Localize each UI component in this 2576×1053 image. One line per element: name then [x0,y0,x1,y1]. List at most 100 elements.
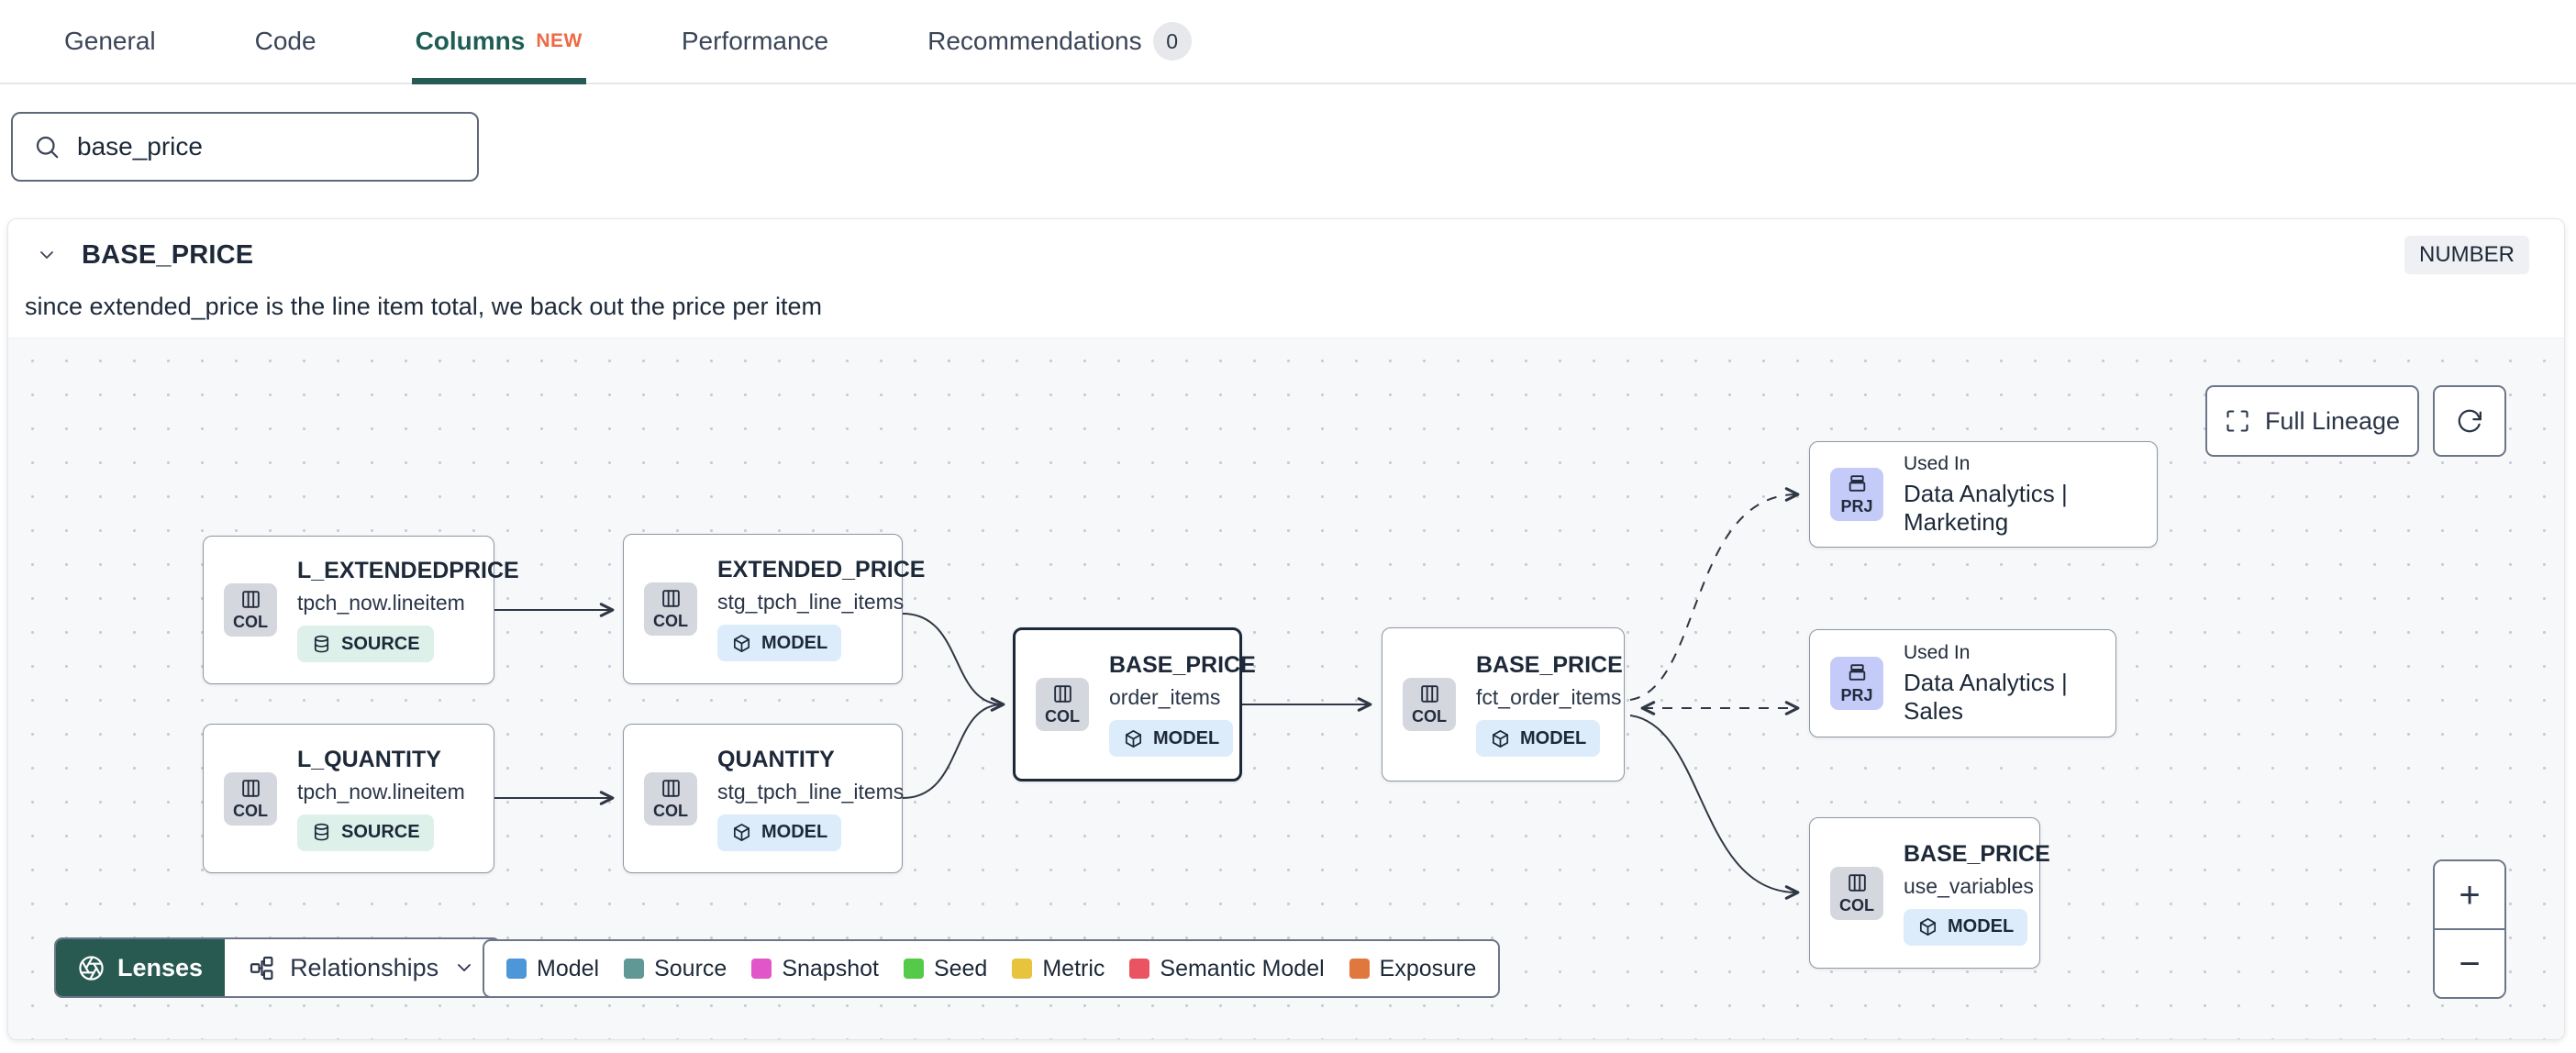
legend-item: Model [506,956,599,982]
column-detail-card: BASE_PRICE NUMBER since extended_price i… [7,218,2565,1040]
lineage-node-used-in-marketing[interactable]: PRJ Used In Data Analytics | Marketing [1809,441,2158,548]
columns-icon [1846,871,1869,894]
columns-icon [1051,682,1074,705]
column-kind-badge: COL [224,583,277,637]
lenses-group: Lenses Relationships [54,937,502,998]
full-lineage-button[interactable]: Full Lineage [2205,385,2419,457]
columns-icon [660,777,683,800]
node-subtitle: fct_order_items [1476,685,1622,709]
project-kind-badge: PRJ [1830,468,1883,521]
legend-swatch [1129,959,1150,979]
legend-swatch [624,959,645,979]
lineage-node-base-price-use-variables[interactable]: COL BASE_PRICE use_variables MODEL [1809,817,2050,969]
cube-icon [1123,728,1144,749]
columns-icon [1418,682,1441,705]
search-icon [33,133,61,161]
column-kind-badge: COL [644,582,697,636]
tab-performance[interactable]: Performance [681,27,829,55]
resource-pill-model: MODEL [1476,720,1601,757]
database-icon [311,822,332,843]
resource-pill-model: MODEL [717,814,842,851]
column-kind-badge: COL [1036,678,1089,731]
legend-item: Seed [903,956,987,982]
resource-pill-model: MODEL [717,625,842,661]
lineage-node-l-extendedprice[interactable]: COL L_EXTENDEDPRICE tpch_now.lineitem SO… [203,536,519,684]
aperture-icon [78,955,105,981]
search-input[interactable] [77,132,457,161]
lineage-node-extended-price[interactable]: COL EXTENDED_PRICE stg_tpch_line_items M… [623,534,925,684]
column-header: BASE_PRICE NUMBER [8,219,2564,278]
node-subtitle: tpch_now.lineitem [297,591,465,615]
node-title: BASE_PRICE [1904,840,2050,867]
node-subtitle: order_items [1109,685,1221,709]
columns-icon [239,588,262,611]
chevron-down-icon[interactable] [36,244,58,266]
legend-item: Snapshot [751,956,879,982]
tab-general[interactable]: General [64,27,156,55]
lineage-node-l-quantity[interactable]: COL L_QUANTITY tpch_now.lineitem SOURCE [203,724,494,873]
lineage-node-used-in-sales[interactable]: PRJ Used In Data Analytics | Sales [1809,629,2116,737]
relationships-dropdown[interactable]: Relationships [225,939,500,996]
column-kind-badge: COL [1403,678,1456,731]
legend-item: Exposure [1349,956,1476,982]
node-subtitle: use_variables [1904,873,2034,898]
node-subtitle: stg_tpch_line_items [717,590,905,614]
project-icon [1846,661,1869,684]
search-box[interactable] [11,112,479,182]
column-kind-badge: COL [1830,866,1883,920]
node-title: QUANTITY [717,746,835,772]
legend-item: Metric [1012,956,1105,982]
legend-item: Semantic Model [1129,956,1325,982]
column-description: since extended_price is the line item to… [25,293,822,320]
project-kind-badge: PRJ [1830,657,1883,710]
lineage-edges [494,487,1800,900]
resource-pill-model: MODEL [1109,720,1234,757]
lineage-node-quantity[interactable]: COL QUANTITY stg_tpch_line_items MODEL [623,724,905,873]
legend-swatch [506,959,527,979]
project-icon [1846,472,1869,495]
used-in-label: Used In [1904,641,1971,663]
used-in-project-name: Data Analytics | Sales [1904,668,2068,725]
zoom-out-button[interactable]: − [2435,930,2504,997]
recommendations-count-badge: 0 [1152,22,1192,61]
resource-pill-model: MODEL [1904,908,2028,946]
lineage-canvas[interactable]: COL L_EXTENDEDPRICE tpch_now.lineitem SO… [8,338,2564,1039]
zoom-controls: + − [2433,859,2506,999]
search-row [0,84,2576,211]
legend-swatch [1349,959,1370,979]
column-name: BASE_PRICE [82,239,254,270]
node-subtitle: stg_tpch_line_items [717,779,905,804]
cube-icon [731,633,752,654]
refresh-icon [2456,407,2483,435]
resource-legend: Model Source Snapshot Seed Metric Semant… [483,939,1501,998]
cube-icon [731,822,752,843]
new-badge: NEW [536,30,583,51]
lineage-node-base-price-fct-order-items[interactable]: COL BASE_PRICE fct_order_items MODEL [1382,627,1625,781]
node-title: L_EXTENDEDPRICE [297,558,519,583]
expand-icon [2225,408,2250,434]
data-type-badge: NUMBER [2404,236,2529,274]
cube-icon [1490,728,1511,749]
chevron-down-icon [453,957,475,979]
tab-code[interactable]: Code [254,27,316,55]
tab-recommendations[interactable]: Recommendations 0 [927,0,1192,83]
legend-swatch [751,959,772,979]
used-in-label: Used In [1904,452,1971,474]
columns-icon [660,587,683,610]
refresh-button[interactable] [2433,385,2506,457]
lineage-node-base-price-order-items[interactable]: COL BASE_PRICE order_items MODEL [1013,627,1256,781]
resource-pill-source: SOURCE [297,814,434,851]
columns-icon [239,777,262,800]
legend-item: Source [624,956,727,982]
resource-pill-source: SOURCE [297,626,434,662]
node-title: BASE_PRICE [1476,652,1623,678]
lenses-button[interactable]: Lenses [56,939,226,996]
node-title: BASE_PRICE [1109,652,1256,678]
zoom-in-button[interactable]: + [2435,861,2504,930]
tab-columns[interactable]: Columns NEW [411,0,587,84]
column-kind-badge: COL [644,771,697,826]
cube-icon [1917,916,1938,937]
node-title: EXTENDED_PRICE [717,557,926,582]
tab-bar: General Code Columns NEW Performance Rec… [0,0,2576,84]
